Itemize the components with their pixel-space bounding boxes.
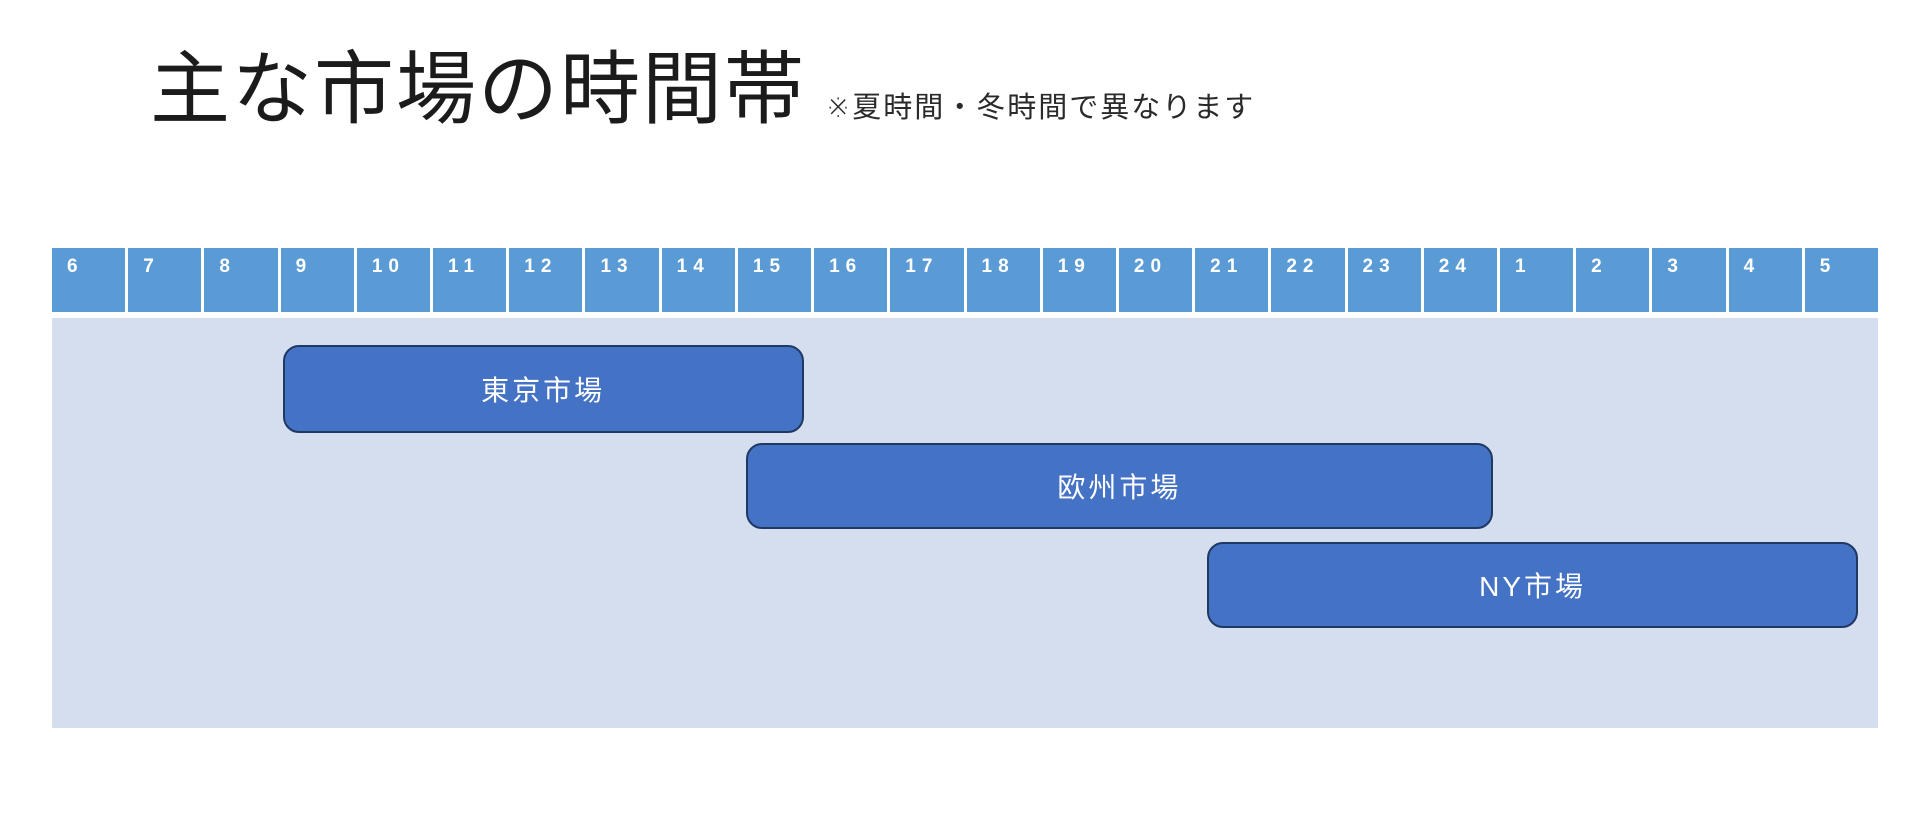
hour-cell-11: 11 <box>433 248 507 312</box>
market-hours-chart-area: 東京市場欧州市場 NY市場 <box>52 318 1878 728</box>
hour-cell-8: 8 <box>204 248 278 312</box>
market-bar-ny: NY市場 <box>1206 542 1859 628</box>
market-bar-tokyo: 東京市場 <box>282 345 804 433</box>
market-bar-europe: 欧州市場 <box>745 443 1493 529</box>
hour-cell-21: 21 <box>1195 248 1269 312</box>
title-row: 主な市場の時間帯 ※夏時間・冬時間で異なります <box>150 40 1255 140</box>
market-bar-label: 欧州市場 <box>1057 472 1182 503</box>
hour-cell-5: 5 <box>1804 248 1878 312</box>
hour-cell-19: 19 <box>1042 248 1116 312</box>
hour-cell-23: 23 <box>1347 248 1421 312</box>
hour-cell-17: 17 <box>890 248 964 312</box>
hour-cell-15: 15 <box>737 248 812 312</box>
hour-cell-4: 4 <box>1728 248 1802 312</box>
hour-cell-3: 3 <box>1652 248 1726 312</box>
hour-cell-2: 2 <box>1576 248 1650 312</box>
hour-cell-20: 20 <box>1118 248 1193 312</box>
hour-cell-9: 9 <box>280 248 354 312</box>
hour-cell-24: 24 <box>1423 248 1497 312</box>
market-bar-label: 東京市場 <box>481 375 606 406</box>
hour-cell-14: 14 <box>661 248 735 312</box>
hour-cell-1: 1 <box>1499 248 1574 312</box>
hour-cell-16: 16 <box>814 248 888 312</box>
hour-cell-18: 18 <box>966 248 1040 312</box>
hour-cell-6: 6 <box>52 248 126 312</box>
title-annotation: ※夏時間・冬時間で異なります <box>826 92 1256 124</box>
page-title: 主な市場の時間帯 <box>150 45 806 134</box>
hour-cell-7: 7 <box>128 248 202 312</box>
market-bar-label: NY市場 <box>1479 571 1587 602</box>
hour-cell-12: 12 <box>509 248 583 312</box>
hour-cell-13: 13 <box>585 248 659 312</box>
hour-cell-22: 22 <box>1271 248 1345 312</box>
hour-cell-10: 10 <box>356 248 431 312</box>
